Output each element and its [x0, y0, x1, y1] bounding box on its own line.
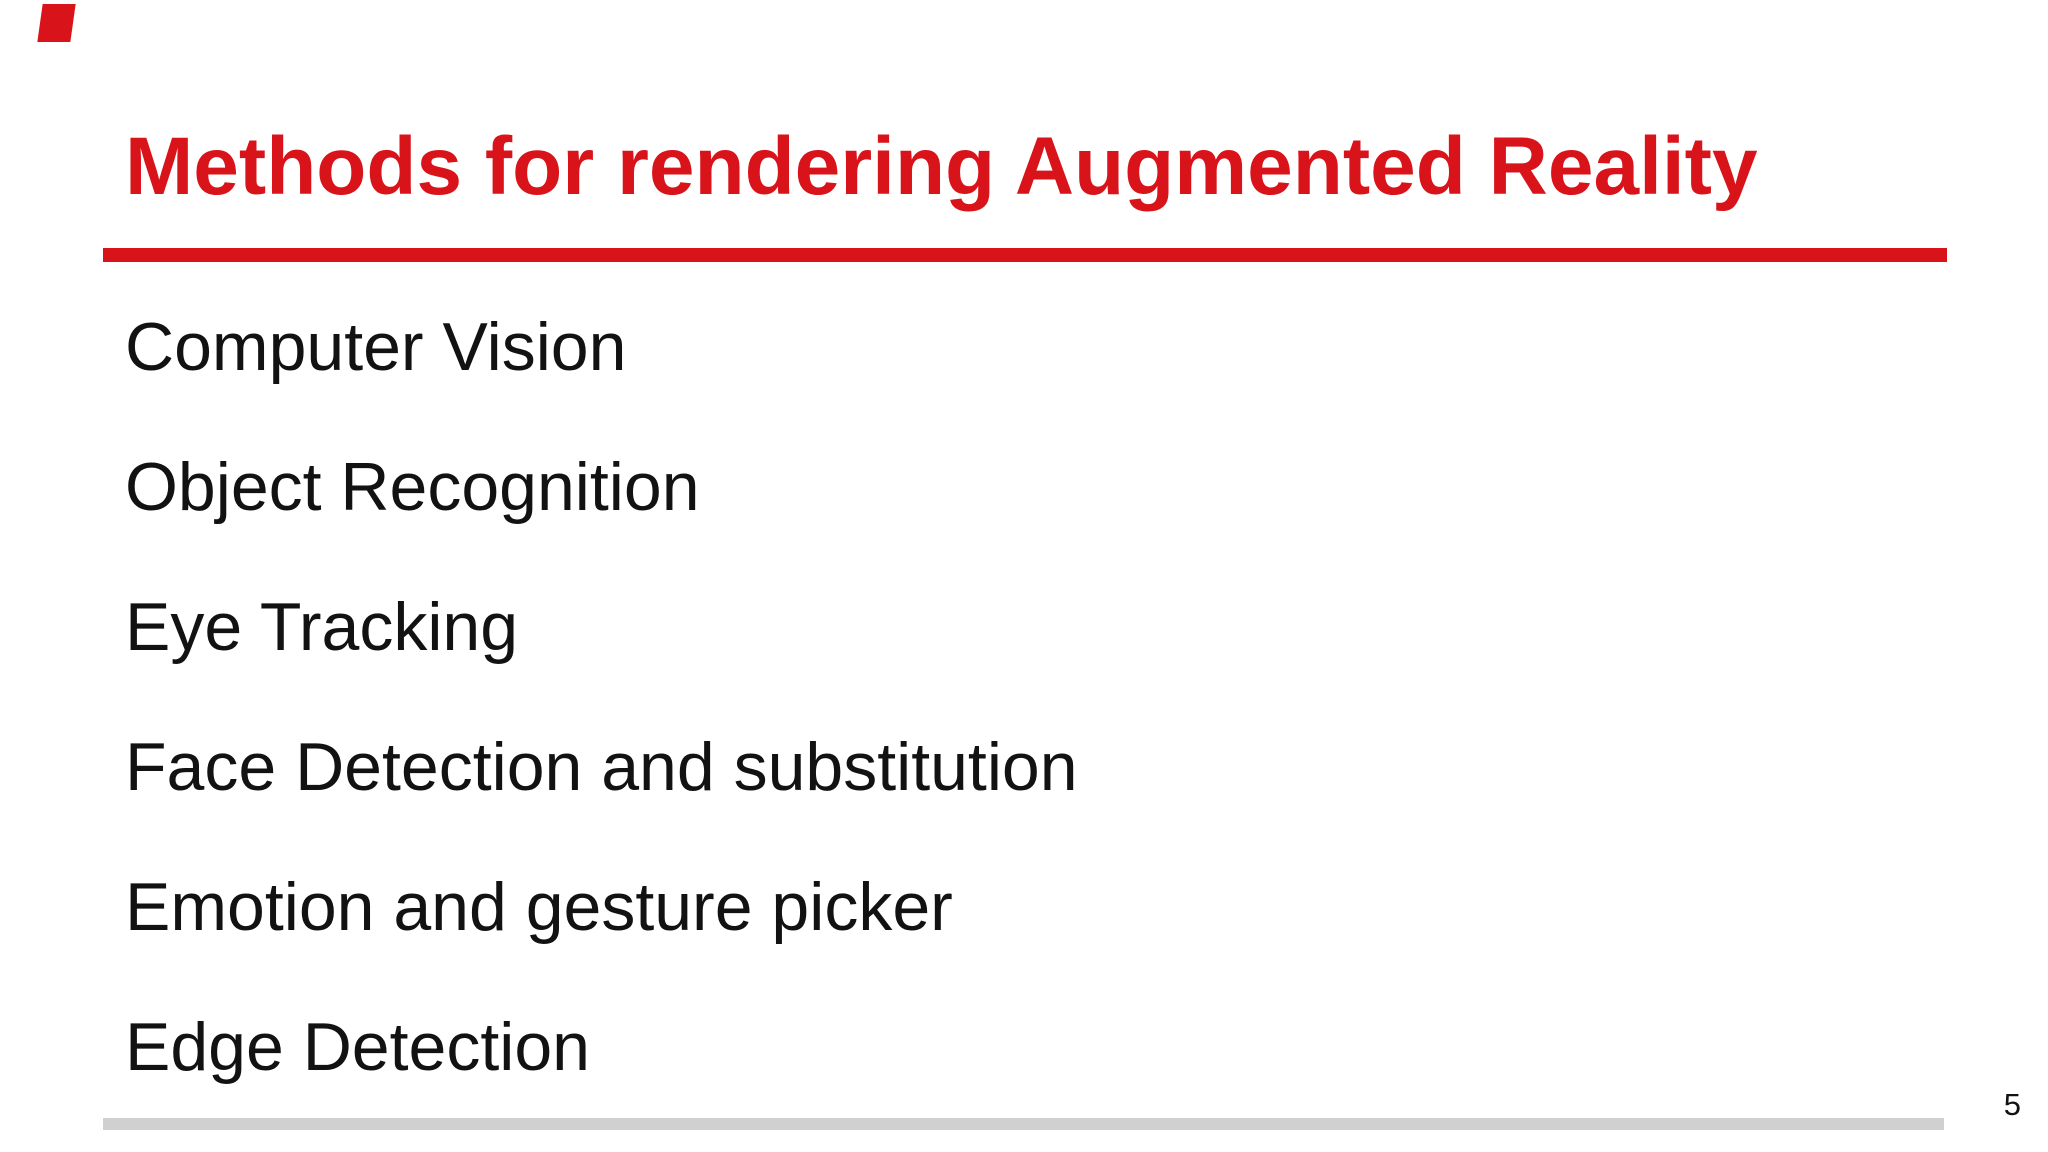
list-item: Computer Vision: [125, 309, 627, 385]
corner-accent-mark: [37, 4, 76, 42]
page-number: 5: [2003, 1087, 2021, 1122]
list-item: Emotion and gesture picker: [125, 869, 953, 945]
slide-title: Methods for rendering Augmented Reality: [125, 121, 1758, 212]
method-list: Computer Vision Object Recognition Eye T…: [125, 277, 1825, 1117]
title-underline: [103, 248, 1947, 262]
list-item: Object Recognition: [125, 449, 700, 525]
list-item: Eye Tracking: [125, 589, 519, 665]
list-item: Edge Detection: [125, 1009, 590, 1085]
footer-divider: [103, 1118, 1944, 1130]
list-item: Face Detection and substitution: [125, 729, 1078, 805]
